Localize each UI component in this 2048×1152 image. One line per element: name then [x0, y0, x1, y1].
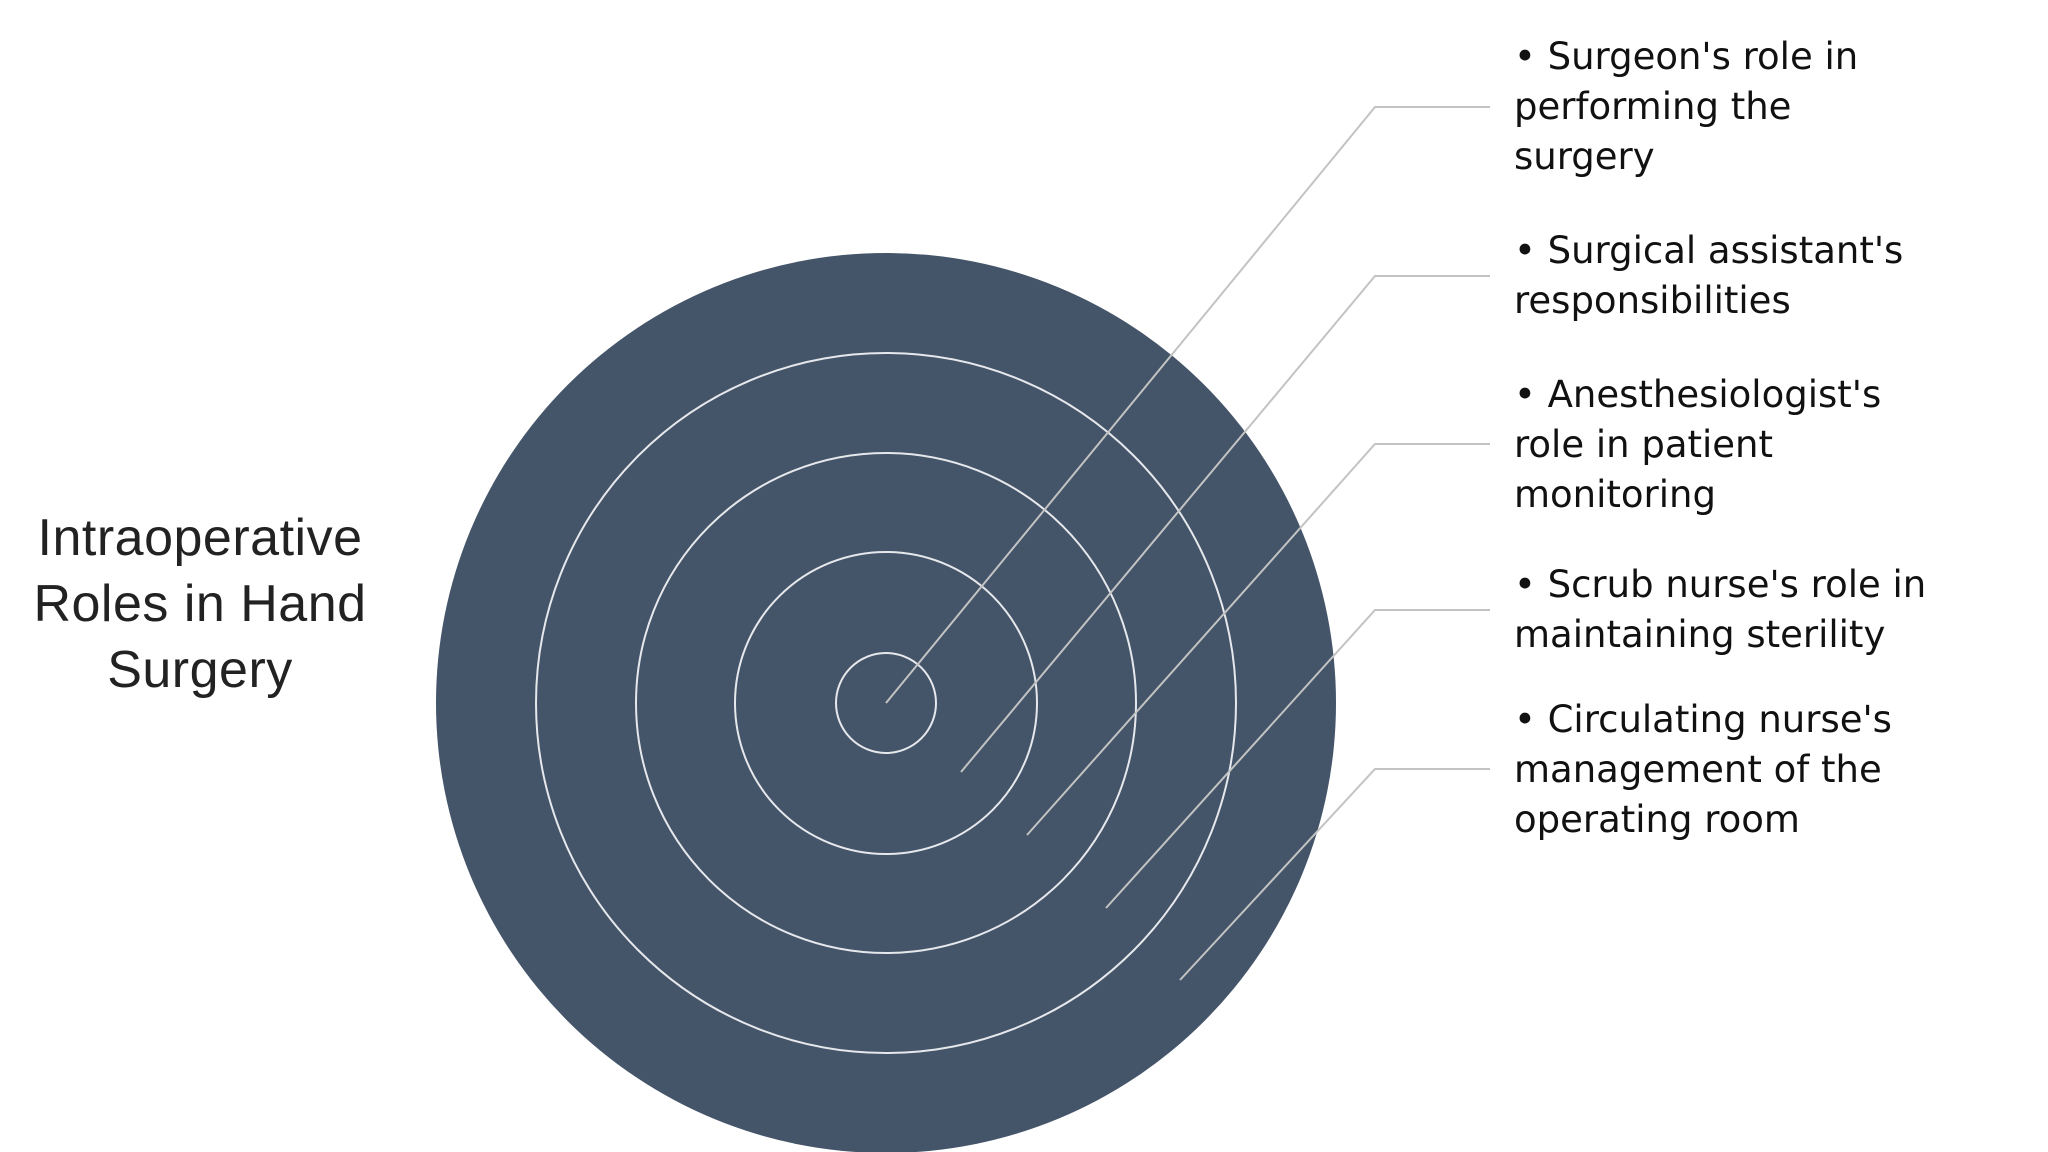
bullet-surgeon-role: • Surgeon's role in performing the surge… [1514, 35, 1859, 178]
ring-2 [734, 551, 1038, 855]
bullet-circulating-nurse: • Circulating nurse's management of the … [1514, 698, 1892, 841]
bullet-surgical-assistant: • Surgical assistant's responsibilities [1514, 229, 1904, 322]
ring-1 [835, 652, 937, 754]
bullet-scrub-nurse: • Scrub nurse's role in maintaining ster… [1514, 563, 1927, 656]
slide-title: Intraoperative Roles in Hand Surgery [33, 509, 367, 699]
ring-3 [635, 452, 1137, 954]
leader-line-anesthesiologist [1026, 443, 1490, 836]
leader-line-assistant [960, 275, 1490, 773]
leader-line-scrub-nurse [1105, 609, 1490, 909]
leader-line-surgeon [885, 106, 1490, 704]
ring-4 [535, 352, 1237, 1054]
leader-line-circulating-nurse [1179, 768, 1490, 981]
bullet-anesthesiologist: • Anesthesiologist's role in patient mon… [1514, 373, 1882, 516]
